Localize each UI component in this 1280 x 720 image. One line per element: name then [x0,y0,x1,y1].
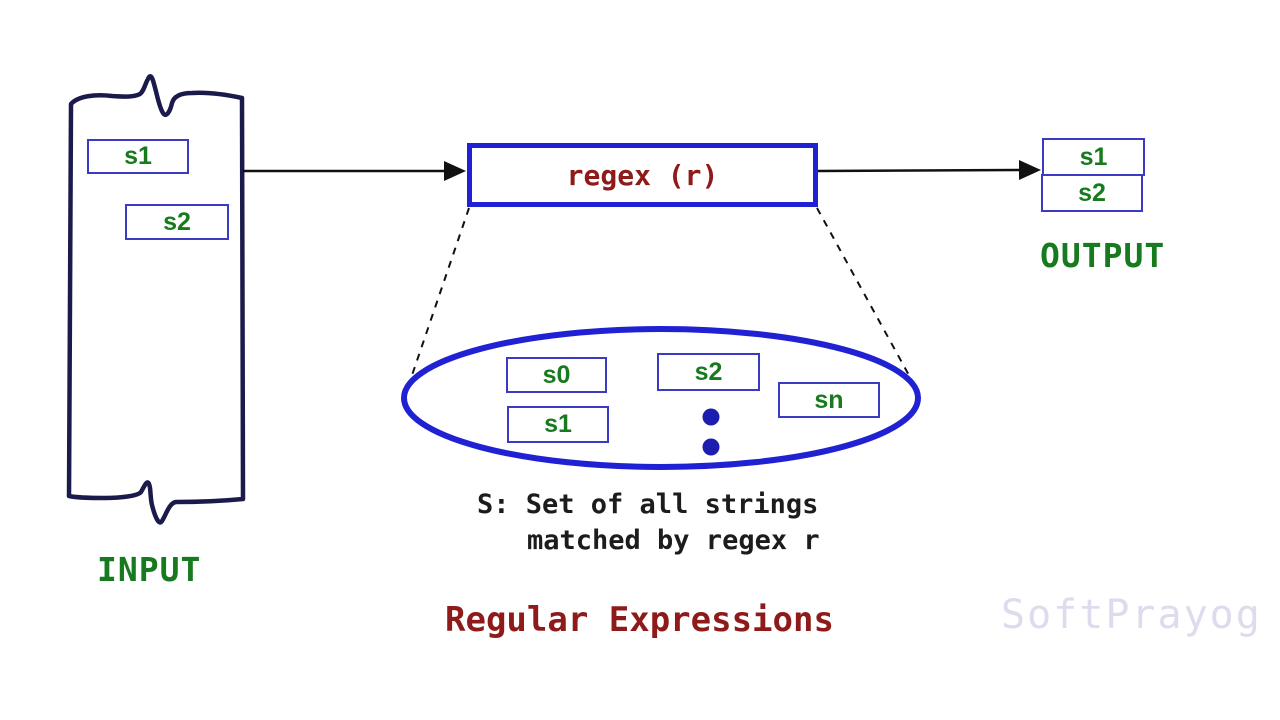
ellipsis-dots [702,408,720,456]
regex-box-label: regex (r) [566,158,719,192]
set-string-label: s2 [694,357,723,386]
set-string-label: s0 [542,360,571,389]
input-string-box-s2: s2 [125,204,229,240]
input-container-outline [66,74,246,525]
set-string-box-s0: s0 [506,357,607,393]
set-caption-line2: matched by regex r [527,525,820,556]
input-label: INPUT [97,550,202,589]
set-string-box-sn: sn [778,382,880,418]
input-string-box-s1: s1 [87,139,189,174]
set-string-label: s1 [544,410,572,438]
output-string-box-s1: s1 [1042,138,1145,176]
set-string-box-s2: s2 [657,353,760,391]
magnify-dashed-line-right [816,207,917,389]
output-string-box-s2: s2 [1041,174,1143,212]
set-caption: S: Set of all strings matched by regex r [477,487,820,559]
set-string-label: sn [814,385,844,414]
set-string-box-s1: s1 [507,406,609,443]
output-string-label: s1 [1079,142,1108,171]
regex-to-output-arrow [817,160,1041,180]
set-caption-line1: S: Set of all strings [477,489,819,520]
input-string-label: s2 [163,207,191,236]
input-string-label: s1 [124,142,152,170]
diagram-title: Regular Expressions [445,600,834,640]
regex-box: regex (r) [467,143,818,207]
magnify-dashed-line-left [408,207,470,385]
input-to-regex-arrow [243,161,466,181]
output-label: OUTPUT [1040,236,1166,275]
watermark: SoftPrayog [1001,592,1262,638]
output-string-label: s2 [1078,178,1106,207]
